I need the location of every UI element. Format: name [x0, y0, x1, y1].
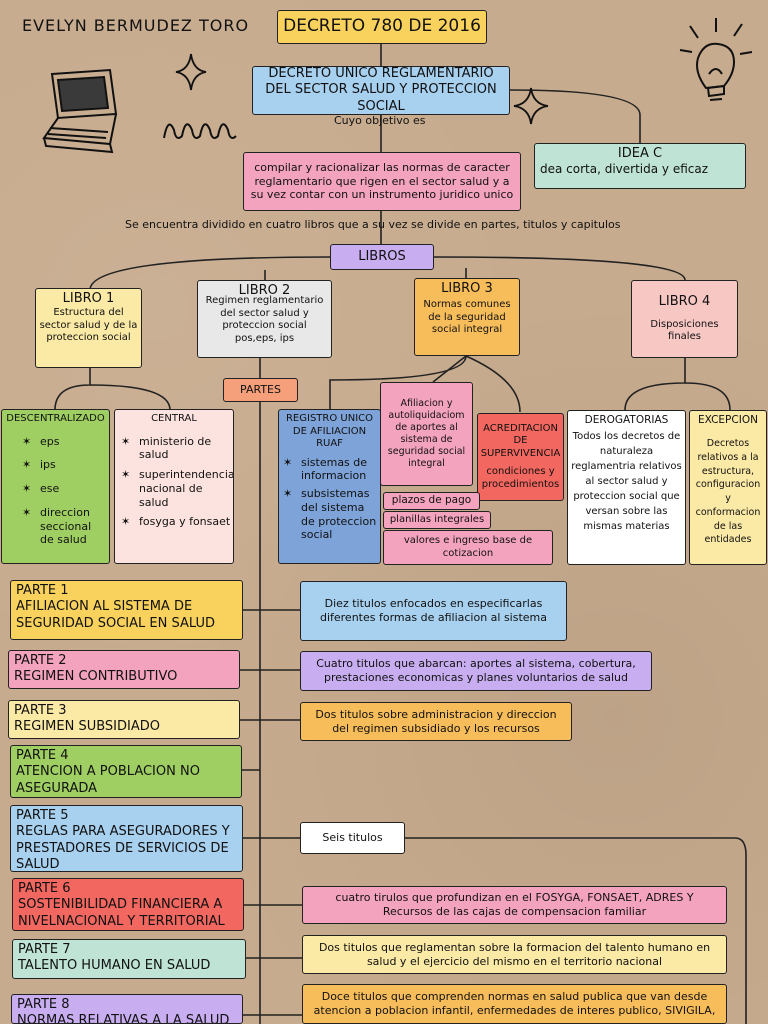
- objective-box: compilar y racionalizar las normas de ca…: [243, 152, 521, 211]
- parte-7-desc: Dos titulos que reglamentan sobre la for…: [302, 935, 727, 974]
- parte-name: AFILIACION AL SISTEMA DE SEGURIDAD SOCIA…: [16, 599, 215, 631]
- descentralizado-title: DESCENTRALIZADO: [6, 413, 105, 424]
- acreditacion-box: ACREDITACION DE SUPERVIVENCIA condicione…: [477, 413, 564, 501]
- libro4-title: LIBRO 4: [658, 294, 711, 310]
- afiliacion-box: Afiliacion y autoliquidaciom de aportes …: [380, 382, 473, 486]
- parte-name: REGIMEN CONTRIBUTIVO: [14, 669, 178, 685]
- list-item: superintendencia nacional de salud: [121, 468, 233, 509]
- page-title: DECRETO 780 DE 2016: [277, 10, 487, 44]
- lightbulb-icon: [679, 18, 753, 101]
- list-item: sistemas de informacion: [283, 456, 378, 484]
- list-item: subsistemas del sistema de proteccion so…: [283, 487, 378, 542]
- idea-text: dea corta, divertida y eficaz: [540, 162, 709, 177]
- parte-number: PARTE 1: [16, 583, 69, 598]
- central-title: CENTRAL: [151, 413, 197, 424]
- libros-box: LIBROS: [330, 244, 434, 270]
- laptop-icon: [42, 68, 118, 154]
- parte-6-box: PARTE 6 SOSTENIBILIDAD FINANCIERA A NIVE…: [12, 878, 244, 931]
- registro-list: sistemas de informacion subsistemas del …: [281, 455, 378, 544]
- libro2-title: LIBRO 2: [238, 283, 291, 298]
- sparkle-icon: [175, 53, 207, 91]
- sparkle-icon: [513, 87, 549, 125]
- parte-number: PARTE 8: [17, 997, 70, 1012]
- parte-5-box: PARTE 5 REGLAS PARA ASEGURADORES Y PREST…: [10, 805, 243, 872]
- parte-4-box: PARTE 4 ATENCION A POBLACION NO ASEGURAD…: [10, 745, 242, 798]
- parte-name: TALENTO HUMANO EN SALUD: [18, 958, 211, 974]
- parte-number: PARTE 3: [14, 703, 67, 718]
- acreditacion-title: ACREDITACION DE SUPERVIVENCIA: [480, 422, 561, 459]
- parte-name: ATENCION A POBLACION NO ASEGURADA: [16, 764, 200, 796]
- descentralizado-box: DESCENTRALIZADO eps ips ese direccion se…: [1, 409, 110, 564]
- libro3-text: Normas comunes de la seguridad social in…: [423, 299, 511, 336]
- libro4-text: Disposiciones finales: [650, 318, 719, 343]
- libro3-title: LIBRO 3: [441, 281, 493, 296]
- subtitle-box: DECRETO UNICO REGLAMENTARIO DEL SECTOR S…: [252, 66, 510, 115]
- planillas-box: planillas integrales: [383, 511, 491, 529]
- parte-7-box: PARTE 7 TALENTO HUMANO EN SALUD: [12, 939, 246, 979]
- squiggle-icon: [163, 123, 237, 139]
- libro2-text: Regimen reglamentario del sector salud y…: [205, 295, 324, 344]
- libro1-title: LIBRO 1: [62, 291, 115, 306]
- derogatorias-box: DEROGATORIAS Todos los decretos de natur…: [567, 410, 686, 565]
- registro-box: REGISTRO UNICO DE AFILIACION RUAF sistem…: [278, 409, 381, 564]
- libro3-box: LIBRO 3 Normas comunes de la seguridad s…: [414, 278, 520, 356]
- excepcion-title: EXCEPCION: [698, 414, 758, 426]
- list-item: ese: [22, 482, 107, 496]
- libro4-box: LIBRO 4 Disposiciones finales: [631, 280, 738, 358]
- registro-title: REGISTRO UNICO DE AFILIACION RUAF: [285, 413, 374, 449]
- parte-2-box: PARTE 2 REGIMEN CONTRIBUTIVO: [8, 650, 240, 689]
- parte-name: NORMAS RELATIVAS A LA SALUD: [17, 1013, 230, 1024]
- acreditacion-text: condiciones y procedimientos: [481, 466, 560, 490]
- list-item: eps: [22, 435, 107, 449]
- objective-label: Cuyo objetivo es: [334, 114, 426, 127]
- parte-number: PARTE 7: [18, 942, 71, 957]
- parte-name: REGIMEN SUBSIDIADO: [14, 719, 160, 735]
- parte-6-desc: cuatro tirulos que profundizan en el FOS…: [302, 886, 727, 924]
- parte-8-box: PARTE 8 NORMAS RELATIVAS A LA SALUD: [11, 994, 243, 1024]
- parte-1-box: PARTE 1 AFILIACION AL SISTEMA DE SEGURID…: [10, 580, 243, 640]
- excepcion-text: Decretos relativos a la estructura, conf…: [695, 438, 761, 546]
- libro1-text: Estructura del sector salud y de la prot…: [39, 307, 138, 344]
- parte-number: PARTE 2: [14, 653, 67, 668]
- division-text: Se encuentra dividido en cuatro libros q…: [125, 218, 621, 231]
- idea-title: IDEA C: [617, 146, 663, 161]
- parte-number: PARTE 6: [18, 881, 71, 896]
- parte-2-desc: Cuatro titulos que abarcan: aportes al s…: [300, 651, 652, 691]
- parte-name: REGLAS PARA ASEGURADORES Y PRESTADORES D…: [16, 824, 230, 872]
- parte-name: SOSTENIBILIDAD FINANCIERA A NIVELNACIONA…: [18, 897, 225, 929]
- excepcion-box: EXCEPCION Decretos relativos a la estruc…: [689, 410, 767, 565]
- plazos-box: plazos de pago: [383, 492, 480, 510]
- parte-5-desc: Seis titulos: [300, 822, 405, 854]
- valores-box: valores e ingreso base de cotizacion: [383, 530, 553, 565]
- derogatorias-text: Todos los decretos de naturaleza reglame…: [571, 431, 682, 533]
- parte-1-desc: Diez titulos enfocados en especificarlas…: [300, 581, 567, 641]
- libro1-box: LIBRO 1 Estructura del sector salud y de…: [35, 288, 142, 368]
- parte-3-box: PARTE 3 REGIMEN SUBSIDIADO: [8, 700, 240, 739]
- list-item: ministerio de salud: [121, 435, 231, 463]
- list-item: fosyga y fonsaet: [121, 515, 231, 529]
- parte-number: PARTE 5: [16, 808, 69, 823]
- derogatorias-title: DEROGATORIAS: [584, 414, 669, 426]
- idea-box: IDEA C dea corta, divertida y eficaz: [534, 143, 746, 189]
- descentralizado-list: eps ips ese direccion seccional de salud: [4, 434, 107, 549]
- partes-box: PARTES: [223, 378, 298, 402]
- list-item: ips: [22, 458, 107, 472]
- parte-3-desc: Dos titulos sobre administracion y direc…: [300, 702, 572, 741]
- central-box: CENTRAL ministerio de salud superintende…: [114, 409, 234, 564]
- libro2-box: LIBRO 2 Regimen reglamentario del sector…: [197, 280, 332, 358]
- central-list: ministerio de salud superintendencia nac…: [117, 434, 233, 531]
- parte-8-desc: Doce titulos que comprenden normas en sa…: [302, 984, 727, 1024]
- parte-number: PARTE 4: [16, 748, 69, 763]
- list-item: direccion seccional de salud: [22, 506, 107, 547]
- author-name: EVELYN BERMUDEZ TORO: [22, 16, 250, 35]
